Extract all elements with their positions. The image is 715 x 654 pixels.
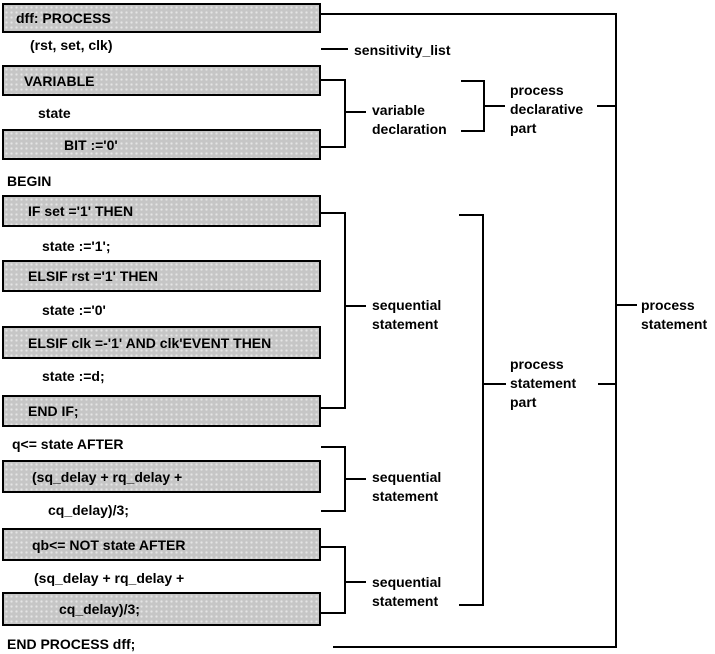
connector-sensitivity-tick bbox=[321, 48, 348, 50]
label-sequential-statement-3: sequential statement bbox=[372, 574, 442, 609]
code-line-state: state bbox=[38, 105, 71, 121]
label-sequential-statement-1: sequential statement bbox=[372, 297, 442, 332]
code-box-sq-delay-1: (sq_delay + rq_delay + bbox=[2, 460, 321, 493]
connector-statement-part-tick-left bbox=[484, 383, 506, 385]
connector-declarative-tick-right bbox=[597, 105, 615, 107]
code-box-elsif-clk: ELSIF clk =-'1' AND clk'EVENT THEN bbox=[2, 326, 321, 359]
bracket-sequential-statement-2 bbox=[321, 446, 346, 512]
connector-statement-part-tick-right bbox=[598, 383, 615, 385]
bracket-sequential-statement-1 bbox=[321, 212, 346, 409]
code-box-end-if: END IF; bbox=[2, 395, 321, 427]
connector-declarative-tick-left bbox=[485, 105, 505, 107]
label-sensitivity-list: sensitivity_list bbox=[354, 42, 451, 58]
connector-top-line bbox=[321, 13, 617, 15]
bracket-variable-declaration bbox=[321, 79, 346, 148]
label-process-statement: process statement bbox=[641, 297, 708, 332]
bracket-process-declarative-part bbox=[461, 80, 485, 132]
connector-sequential-2-tick bbox=[346, 478, 366, 480]
code-box-process-header: dff: PROCESS bbox=[2, 3, 321, 33]
label-process-declarative-part: process declarative part bbox=[510, 82, 584, 136]
connector-variable-declaration-tick bbox=[346, 111, 366, 113]
label-sequential-statement-2: sequential statement bbox=[372, 469, 442, 504]
code-box-variable: VARIABLE bbox=[2, 65, 321, 96]
bracket-sequential-statement-3 bbox=[321, 546, 346, 614]
connector-process-statement-tick bbox=[617, 304, 637, 306]
code-line-q-assign: q<= state AFTER bbox=[12, 436, 124, 452]
label-process-statement-part: process statement part bbox=[510, 356, 577, 410]
code-line-begin: BEGIN bbox=[7, 173, 52, 189]
connector-right-rail bbox=[615, 13, 617, 648]
code-box-qb-assign: qb<= NOT state AFTER bbox=[2, 528, 321, 561]
code-line-sq-delay-2: (sq_delay + rq_delay + bbox=[34, 570, 185, 586]
connector-sequential-3-tick bbox=[346, 581, 366, 583]
code-line-state-1: state :='1'; bbox=[42, 238, 111, 254]
label-variable-declaration: variable declaration bbox=[372, 102, 447, 137]
bracket-process-statement-part bbox=[459, 214, 484, 606]
code-box-if-set: IF set ='1' THEN bbox=[2, 195, 321, 227]
code-line-cq-delay-1: cq_delay)/3; bbox=[48, 502, 129, 518]
connector-sequential-1-tick bbox=[346, 305, 366, 307]
code-line-state-0: state :='0' bbox=[42, 302, 106, 318]
code-box-cq-delay-2: cq_delay)/3; bbox=[2, 592, 321, 626]
code-box-bit-init: BIT :='0' bbox=[2, 129, 321, 160]
code-line-end-process: END PROCESS dff; bbox=[7, 636, 136, 652]
code-line-sensitivity: (rst, set, clk) bbox=[30, 37, 113, 53]
code-box-elsif-rst: ELSIF rst ='1' THEN bbox=[2, 260, 321, 292]
code-line-state-d: state :=d; bbox=[42, 368, 105, 384]
connector-bottom-line bbox=[333, 646, 617, 648]
